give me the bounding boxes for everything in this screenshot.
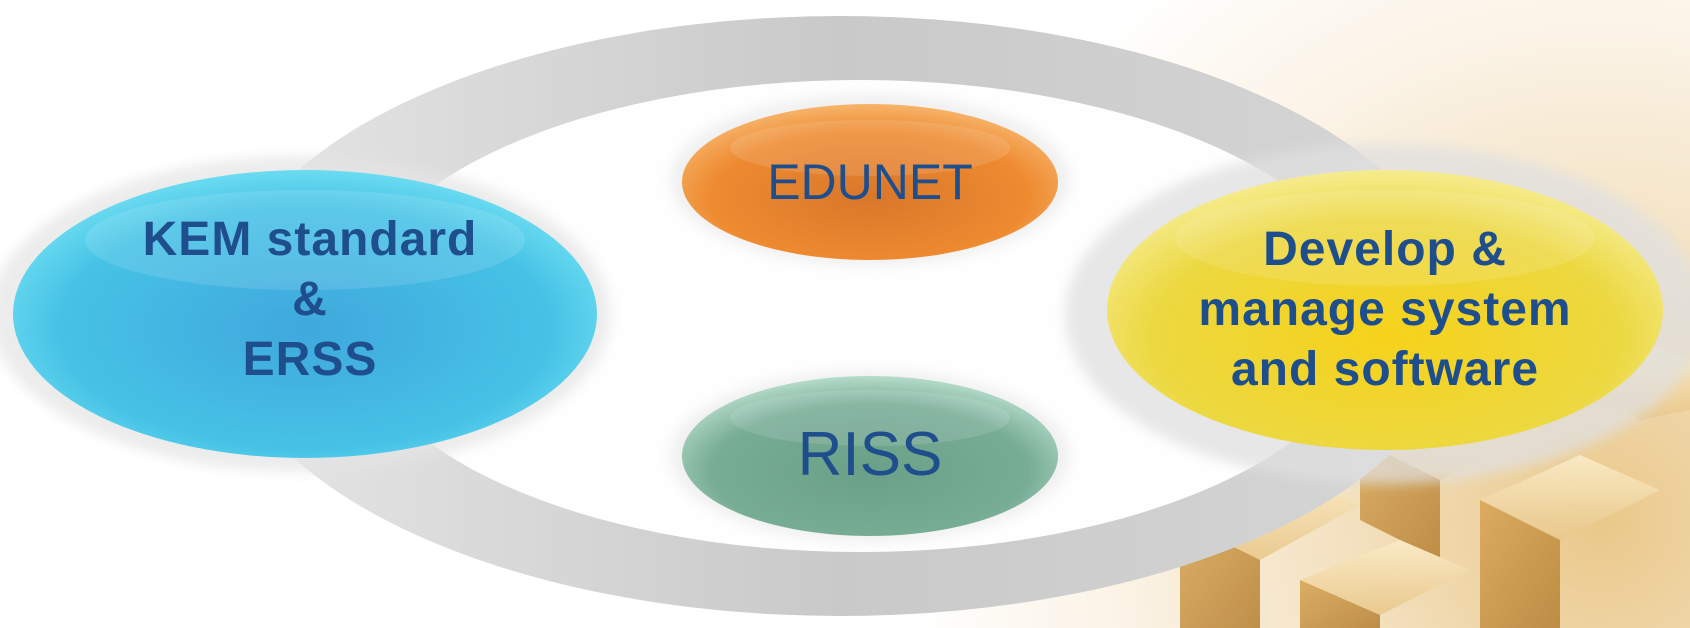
node-riss-label: RISS: [690, 412, 1050, 498]
node-develop-label: Develop & manage system and software: [1140, 210, 1630, 410]
node-develop-shape: [1107, 170, 1663, 450]
node-edunet-shape: [682, 104, 1058, 260]
node-kem-line-2: &: [292, 273, 328, 326]
node-riss-line-1: RISS: [797, 420, 943, 489]
node-riss-shape: [682, 376, 1058, 536]
node-edunet-line-1: EDUNET: [767, 154, 973, 210]
node-develop-line-2: manage system: [1198, 283, 1572, 336]
node-kem-line-1: KEM standard: [142, 213, 478, 266]
ring-inner-space: [350, 80, 1370, 552]
node-kem-shape: [13, 170, 597, 458]
node-kem-label: KEM standard & ERSS: [60, 200, 560, 400]
node-kem-line-3: ERSS: [242, 333, 378, 386]
node-develop-line-1: Develop &: [1263, 223, 1507, 276]
node-edunet-label: EDUNET: [690, 142, 1050, 222]
node-develop-line-3: and software: [1230, 343, 1540, 396]
